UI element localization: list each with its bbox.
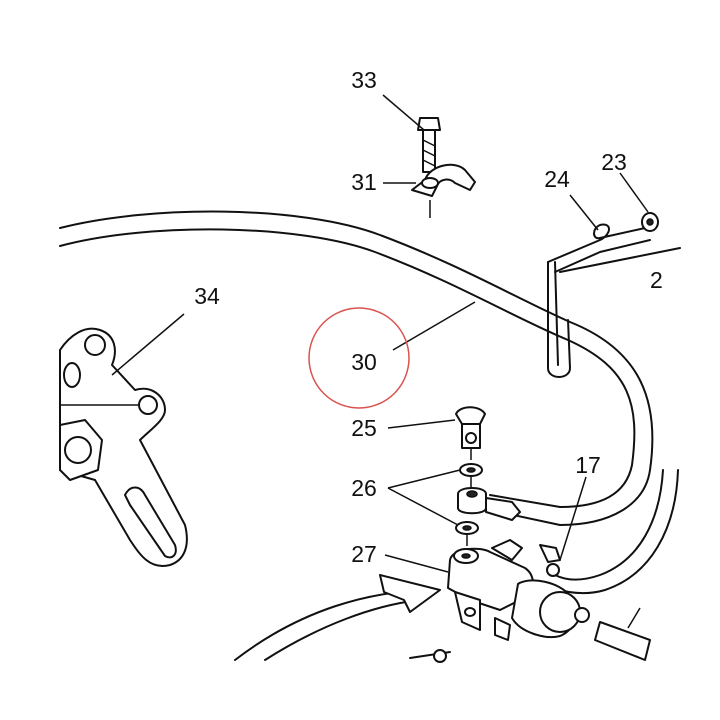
callout-24: 24 (544, 166, 570, 192)
callout-2x: 2 (650, 267, 663, 293)
direction-arrow-icon (379, 574, 441, 613)
callout-17: 17 (575, 452, 601, 478)
callout-27: 27 (351, 541, 377, 567)
pipe-30 (59, 210, 679, 595)
clip-31 (411, 163, 476, 218)
callout-30: 30 (351, 349, 377, 375)
callout-25: 25 (351, 415, 377, 441)
slave-cylinder-27 (409, 539, 651, 663)
bleed-screw-25 (455, 406, 486, 460)
callout-31: 31 (351, 169, 377, 195)
callout-33: 33 (351, 67, 377, 93)
callout-34: 34 (194, 283, 220, 309)
bolt-33 (417, 117, 441, 173)
highlight-circle (308, 307, 410, 409)
rod-24 (547, 212, 681, 378)
callout-23: 23 (601, 149, 627, 175)
callout-26: 26 (351, 475, 377, 501)
lower-pipe-2 (264, 599, 421, 661)
washers-26 (455, 463, 521, 546)
bracket-34 (59, 327, 188, 567)
